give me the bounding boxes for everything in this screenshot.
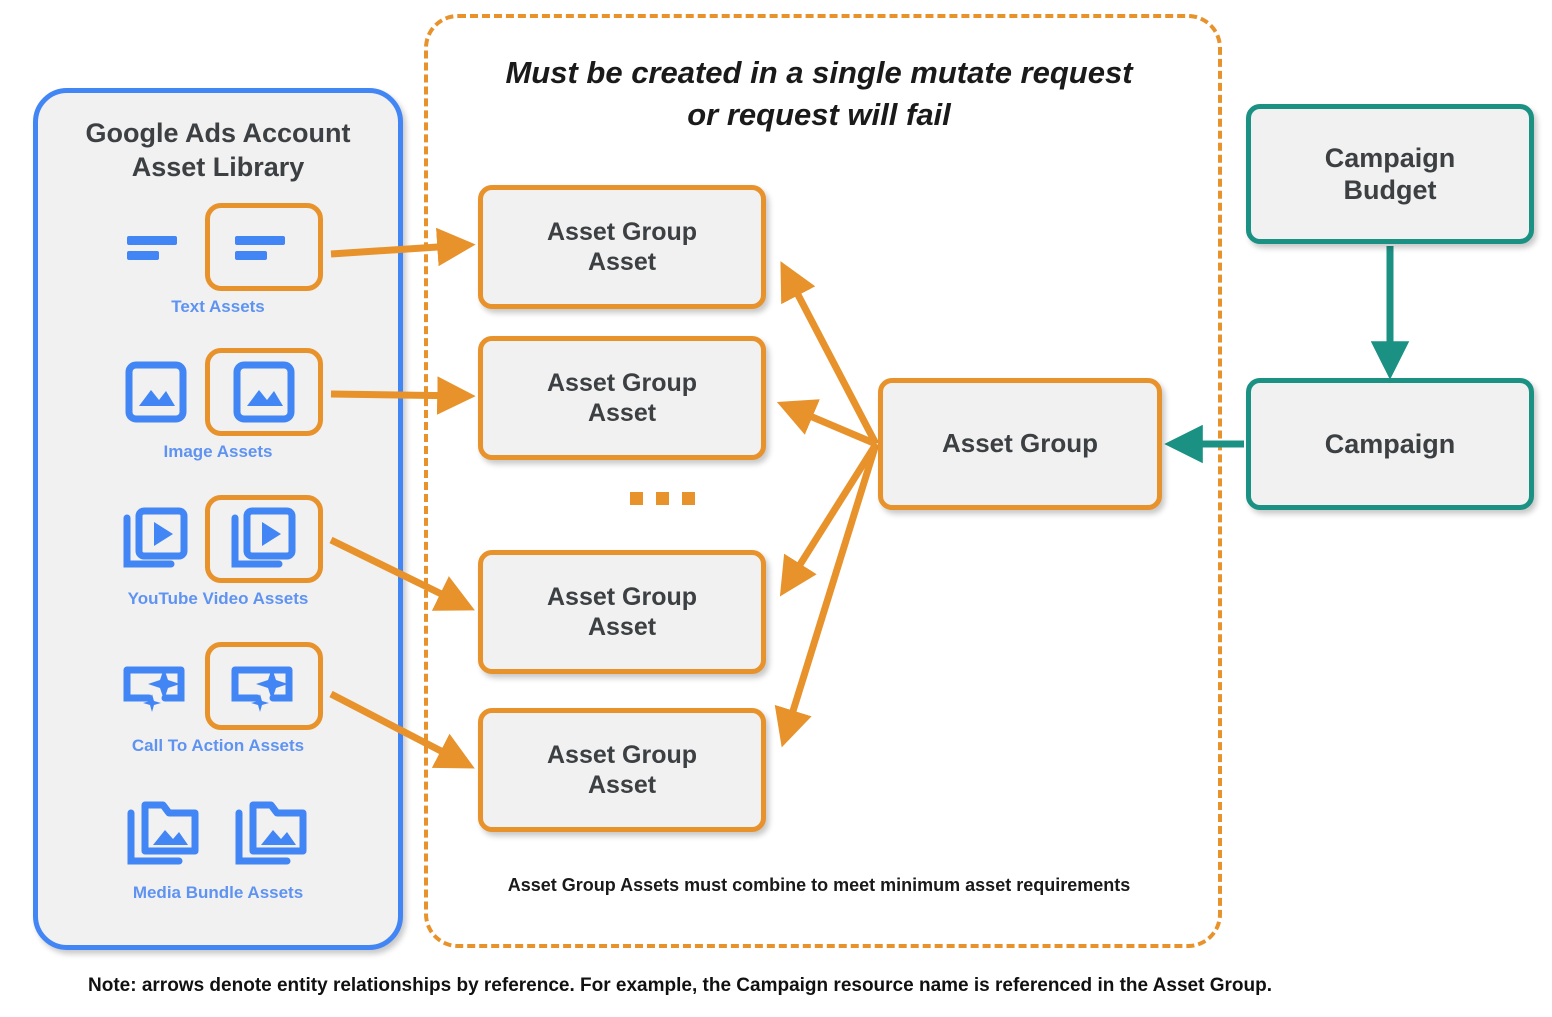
youtube-video-asset-icon-highlighted <box>205 495 323 583</box>
asset-group-asset-node-3[interactable]: Asset Group Asset <box>478 550 766 674</box>
call-to-action-asset-icon <box>113 646 199 726</box>
asset-row-call-to-action[interactable]: Call To Action Assets <box>38 640 398 756</box>
asset-caption-youtube-video: YouTube Video Assets <box>127 589 309 608</box>
ellipsis-dot-1 <box>630 492 643 505</box>
media-bundle-asset-icon-2 <box>229 793 315 873</box>
call-to-action-asset-icon-highlighted <box>205 642 323 730</box>
asset-group-asset-node-2[interactable]: Asset Group Asset <box>478 336 766 460</box>
asset-row-media-bundle[interactable]: Media Bundle Assets <box>38 787 398 903</box>
asset-row-text[interactable]: Text Assets <box>38 201 398 317</box>
asset-group-asset-node-1[interactable]: Asset Group Asset <box>478 185 766 309</box>
image-asset-icon-highlighted <box>205 348 323 436</box>
asset-caption-media-bundle: Media Bundle Assets <box>132 883 304 902</box>
asset-caption-call-to-action: Call To Action Assets <box>131 736 305 755</box>
asset-row-youtube-video[interactable]: YouTube Video Assets <box>38 493 398 609</box>
diagram-note: Note: arrows denote entity relationships… <box>88 975 1272 996</box>
asset-group-asset-node-4[interactable]: Asset Group Asset <box>478 708 766 832</box>
mutate-container-title: Must be created in a single mutate reque… <box>505 55 1133 132</box>
image-asset-icon <box>113 352 199 432</box>
asset-library-panel: Google Ads Account Asset Library Text <box>33 88 403 950</box>
asset-group-node[interactable]: Asset Group <box>878 378 1162 510</box>
text-asset-icon-highlighted <box>205 203 323 291</box>
asset-library-title: Google Ads Account Asset Library <box>85 118 351 182</box>
asset-row-image[interactable]: Image Assets <box>38 346 398 462</box>
ellipsis-dot-2 <box>656 492 669 505</box>
mutate-request-container <box>424 14 1222 948</box>
campaign-budget-node[interactable]: Campaign Budget <box>1246 104 1534 244</box>
media-bundle-asset-icon <box>121 793 207 873</box>
asset-caption-image: Image Assets <box>163 442 273 461</box>
text-asset-icon <box>113 207 199 287</box>
ellipsis-indicator <box>630 492 695 505</box>
youtube-video-asset-icon <box>113 499 199 579</box>
mutate-container-footnote: Asset Group Assets must combine to meet … <box>507 875 1131 895</box>
asset-caption-text: Text Assets <box>171 297 265 316</box>
ellipsis-dot-3 <box>682 492 695 505</box>
campaign-node[interactable]: Campaign <box>1246 378 1534 510</box>
